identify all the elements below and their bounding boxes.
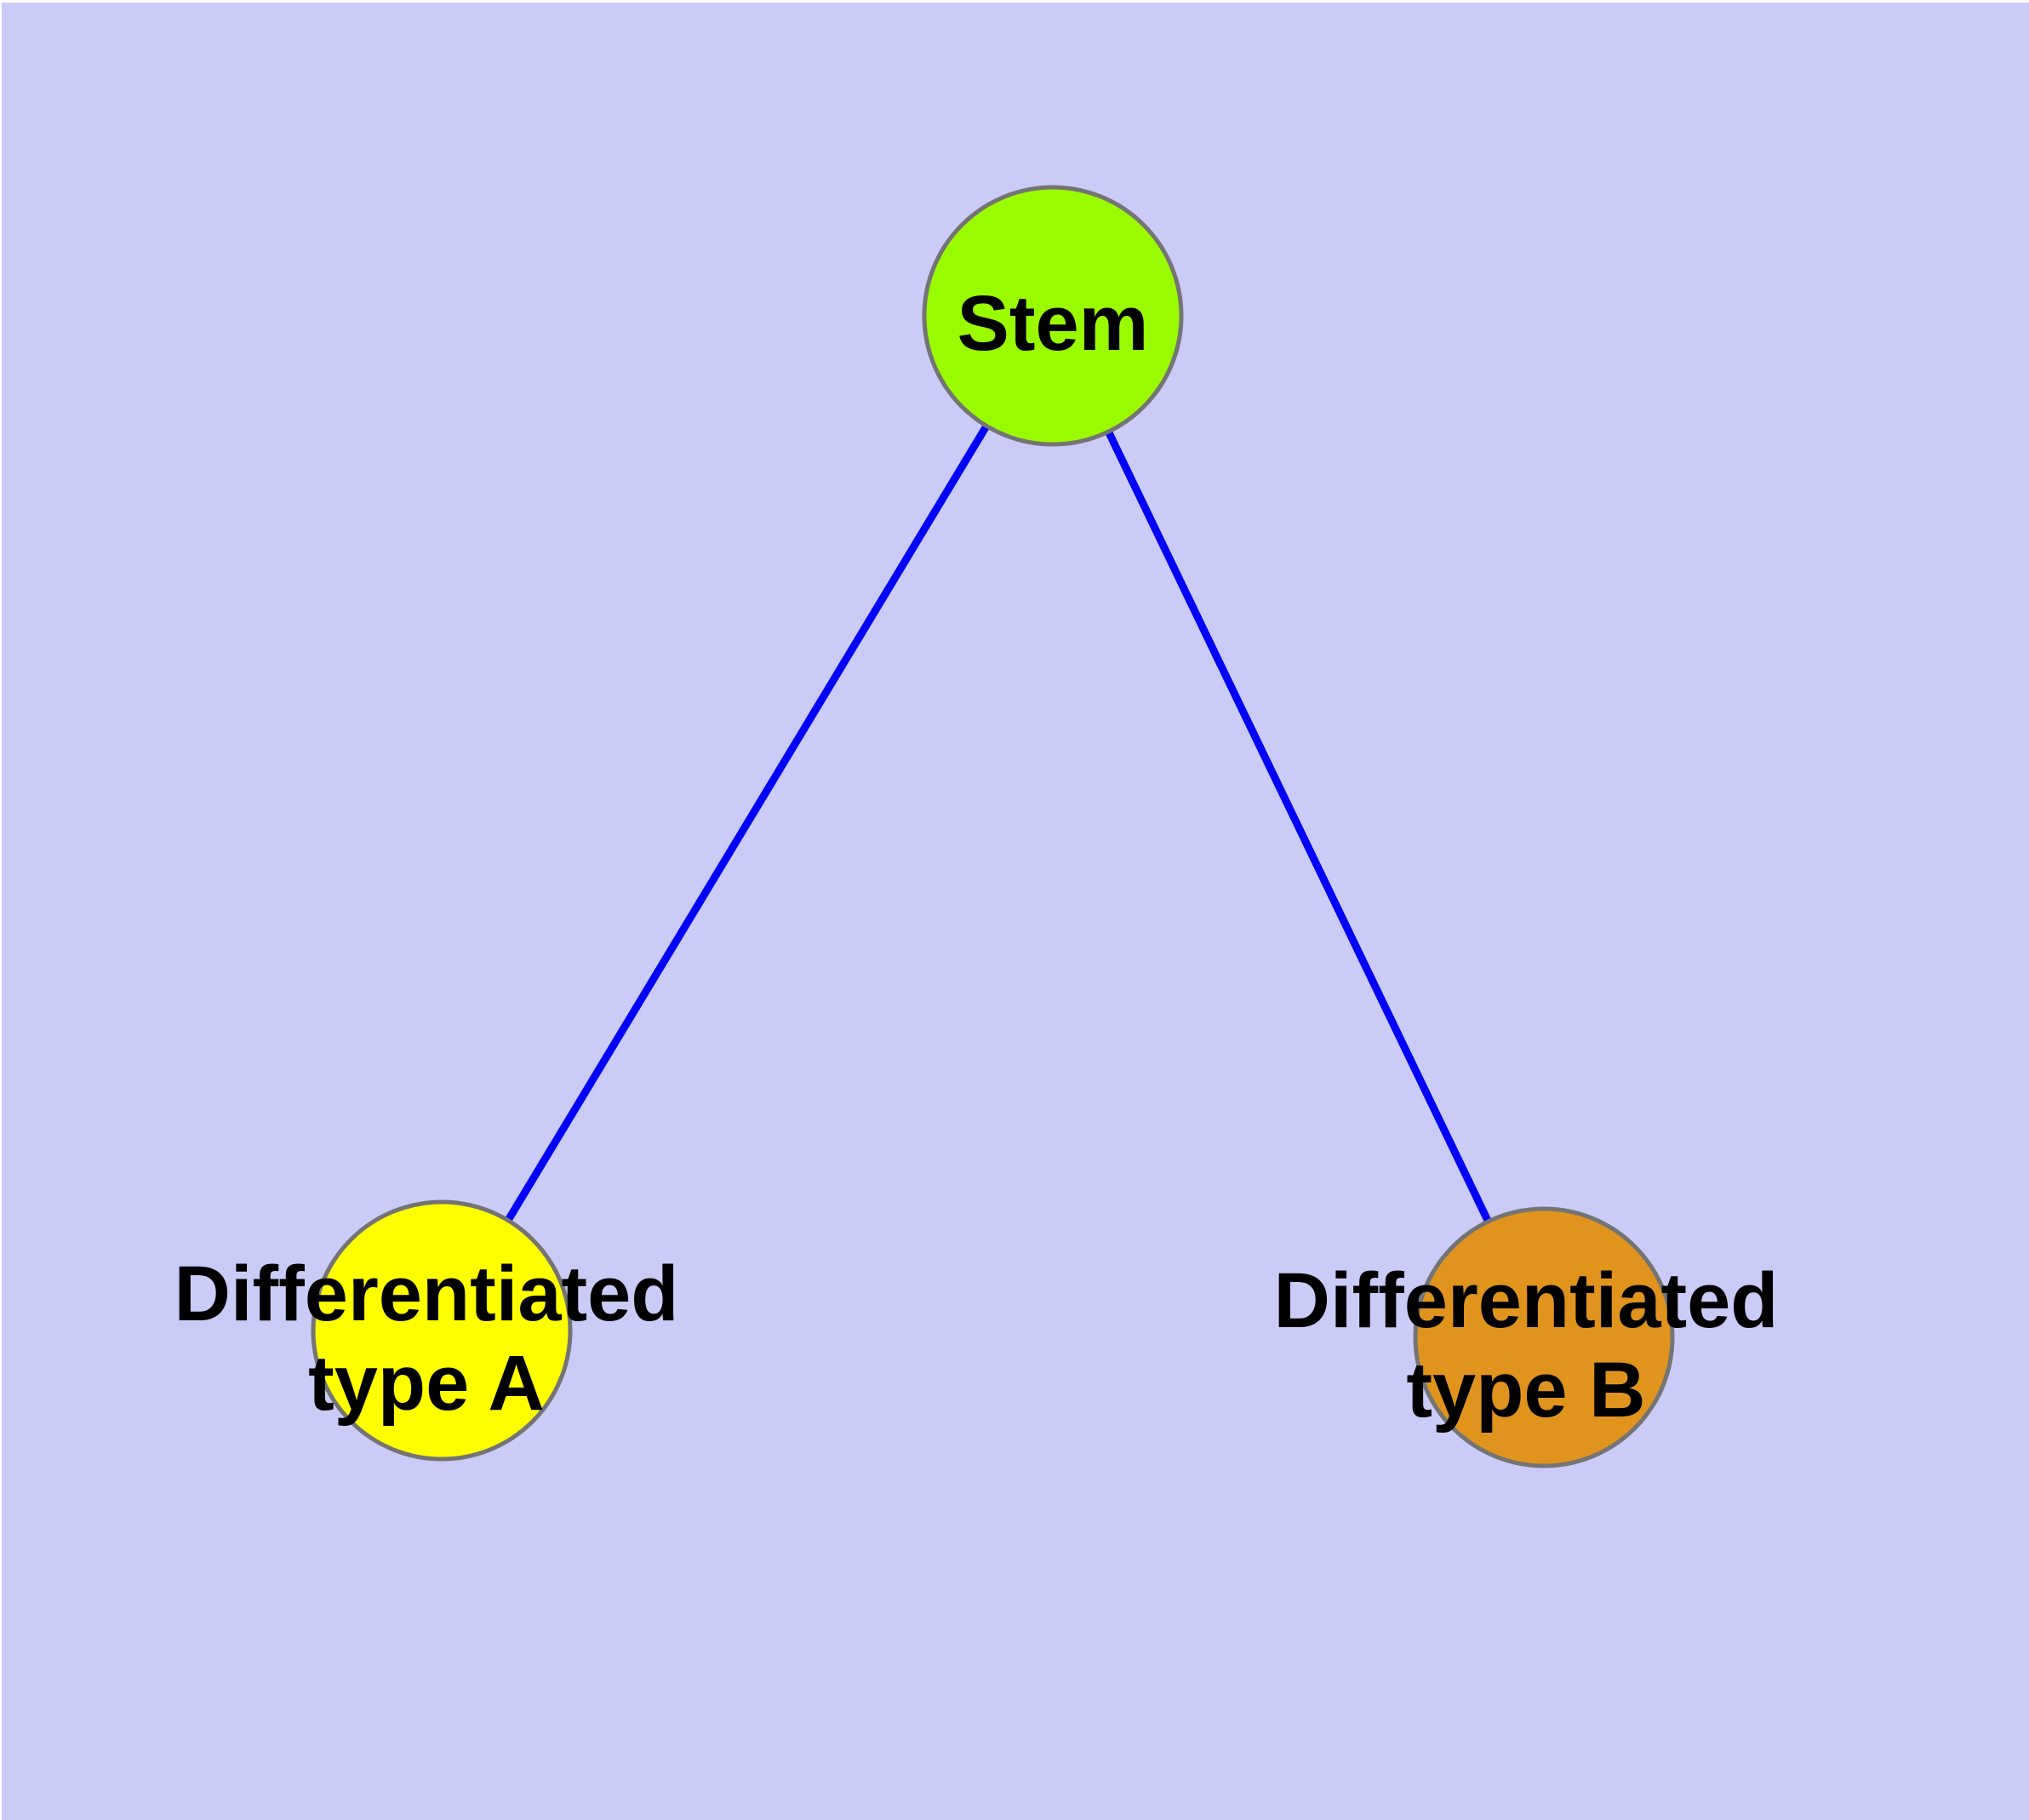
- node-differentiated-type-a: [311, 1199, 573, 1462]
- node-differentiated-type-b-label-line-2: type B: [1406, 1347, 1645, 1434]
- edge-stem-to-differentiated-type-b: [1049, 314, 1548, 1339]
- edge-stem-to-differentiated-type-a: [438, 313, 1056, 1333]
- node-stem: [922, 185, 1184, 447]
- node-differentiated-type-a-label-line-2: type A: [308, 1340, 545, 1427]
- node-differentiated-type-b-label-line-1: Differentiated: [1274, 1257, 1779, 1344]
- node-stem-label: Stem: [957, 280, 1149, 367]
- node-differentiated-type-a-label-line-1: Differentiated: [174, 1251, 679, 1337]
- node-differentiated-type-b: [1413, 1206, 1675, 1468]
